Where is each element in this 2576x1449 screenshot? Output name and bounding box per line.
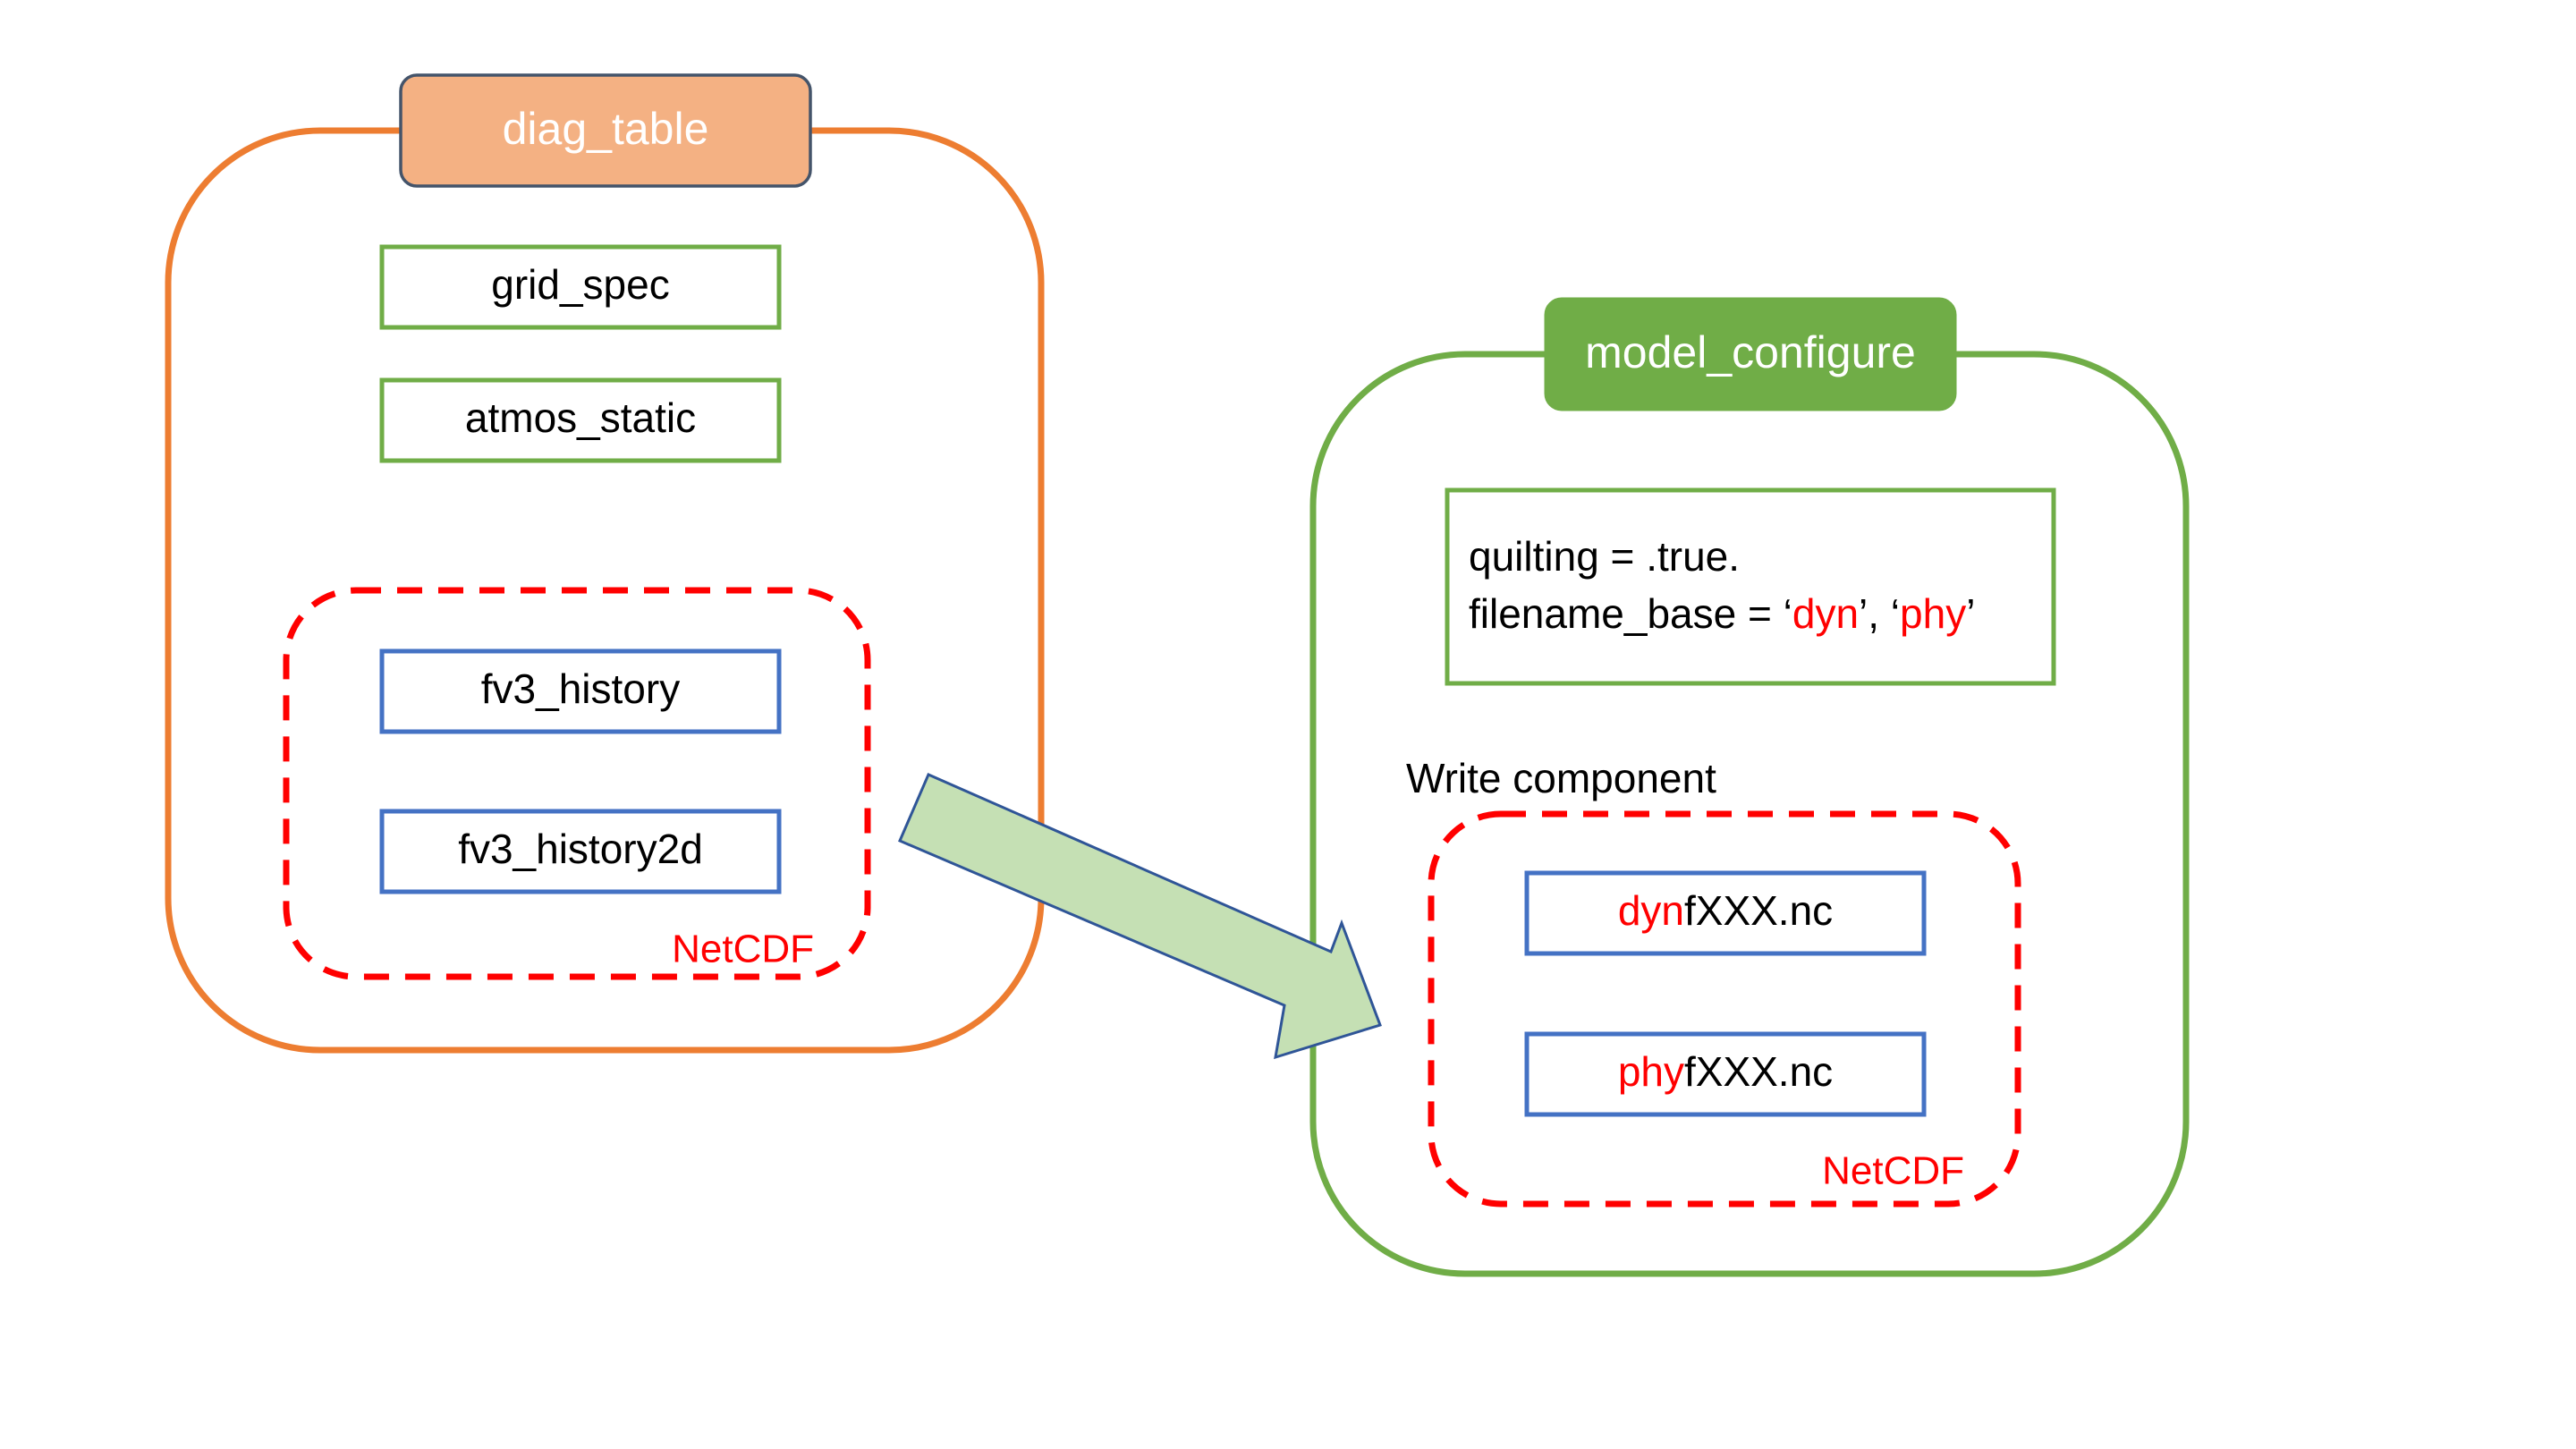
diag-table-title: diag_table: [503, 104, 709, 154]
fv3-history-box: [379, 648, 782, 734]
left-netcdf-label: NetCDF: [672, 928, 814, 971]
model-configure-group: model_configure quilting = .true. filena…: [1309, 297, 2190, 1277]
filename-base-separator: ’, ‘: [1859, 590, 1900, 637]
dyn-file-suffix: fXXX.nc: [1684, 887, 1833, 934]
filename-base-dyn: dyn: [1792, 590, 1859, 637]
right-netcdf-group: [1428, 810, 2021, 1208]
atmos-static-box: [379, 377, 782, 463]
filename-base-phy: phy: [1900, 590, 1966, 637]
dyn-file-box: [1524, 870, 1927, 956]
dyn-file-label: dynfXXX.nc: [1618, 887, 1833, 934]
diag-table-header: [399, 73, 812, 188]
fv3-history2d-label: fv3_history2d: [458, 826, 703, 872]
model-configure-header: [1544, 297, 1957, 411]
config-box: [1445, 487, 2056, 686]
dyn-file-prefix: dyn: [1618, 887, 1684, 934]
config-line-filename-base: filename_base = ‘dyn’, ‘phy’: [1469, 590, 1975, 637]
block-arrow-icon: [898, 773, 1382, 1060]
config-line-quilting: quilting = .true.: [1469, 533, 1740, 580]
atmos-static-label: atmos_static: [465, 394, 696, 441]
filename-base-prefix: filename_base = ‘: [1469, 590, 1792, 637]
diag-table-group: diag_table grid_spec atmos_static fv3_hi…: [165, 73, 1045, 1054]
grid-spec-box: [379, 244, 782, 330]
phy-file-prefix: phy: [1618, 1048, 1684, 1095]
grid-spec-label: grid_spec: [491, 261, 669, 308]
fv3-history-label: fv3_history: [481, 665, 680, 712]
phy-file-box: [1524, 1031, 1927, 1117]
fv3-history2d-box: [379, 809, 782, 894]
right-netcdf-label: NetCDF: [1822, 1149, 1964, 1193]
phy-file-label: phyfXXX.nc: [1618, 1048, 1833, 1095]
phy-file-suffix: fXXX.nc: [1684, 1048, 1833, 1095]
filename-base-end: ’: [1966, 590, 1975, 637]
left-netcdf-group: [283, 587, 871, 980]
model-configure-title: model_configure: [1585, 327, 1916, 377]
write-component-label: Write component: [1406, 755, 1716, 801]
